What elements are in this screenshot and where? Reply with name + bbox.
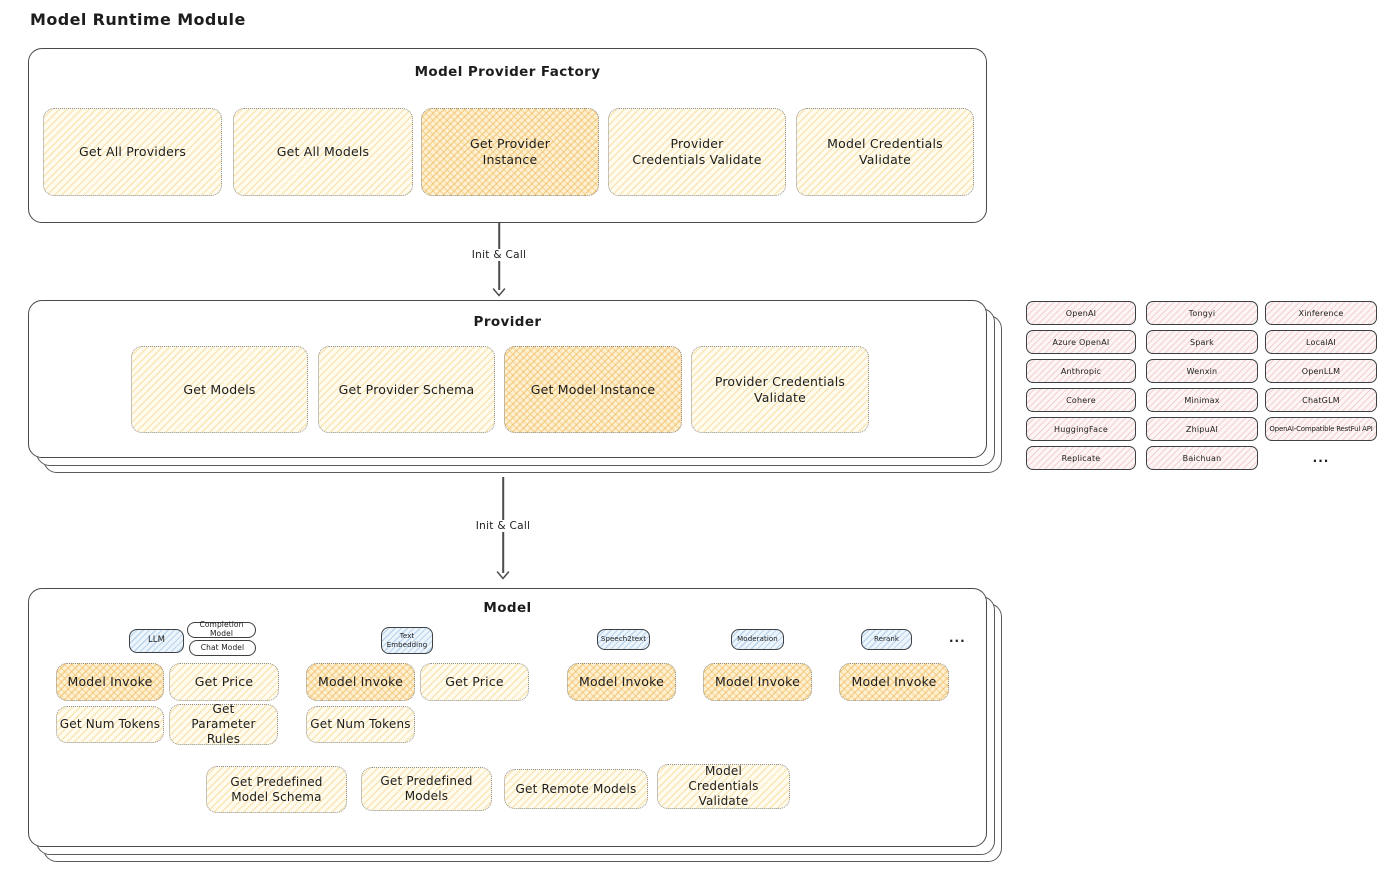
btn-get-price: Get Price xyxy=(169,663,279,701)
model-panel: Model LLM Completion Model Chat Model Te… xyxy=(28,588,987,847)
providers-column-2: Tongyi Spark Wenxin Minimax ZhipuAI Baic… xyxy=(1146,301,1258,475)
provider-panel: Provider Get Models Get Provider Schema … xyxy=(28,300,987,458)
arrow-provider-to-model: Init & Call xyxy=(471,477,535,580)
btn-get-models: Get Models xyxy=(131,346,308,433)
btn-get-provider-instance: Get Provider Instance xyxy=(421,108,599,196)
tag-rerank: Rerank xyxy=(861,629,912,650)
btn-get-remote-models: Get Remote Models xyxy=(504,769,648,809)
model-title: Model xyxy=(483,600,532,616)
btn-get-predefined-model-schema: Get Predefined Model Schema xyxy=(206,766,347,813)
tag-text-embedding: Text Embedding xyxy=(381,627,433,654)
arrow-label: Init & Call xyxy=(471,520,535,532)
providers-column-1: OpenAI Azure OpenAI Anthropic Cohere Hug… xyxy=(1026,301,1136,475)
btn-provider-credentials-validate-factory: Provider Credentials Validate xyxy=(608,108,786,196)
provider-chip: LocalAI xyxy=(1265,330,1377,354)
tag-moderation: Moderation xyxy=(731,629,784,650)
provider-chip: Spark xyxy=(1146,330,1258,354)
arrow-down-icon xyxy=(492,288,506,297)
factory-title: Model Provider Factory xyxy=(414,64,601,80)
btn-get-parameter-rules: Get Parameter Rules xyxy=(169,702,278,746)
btn-model-invoke: Model Invoke xyxy=(839,663,949,701)
provider-chip: HuggingFace xyxy=(1026,417,1136,441)
providers-column-3: Xinference LocalAI OpenLLM ChatGLM OpenA… xyxy=(1265,301,1377,470)
provider-chip: OpenLLM xyxy=(1265,359,1377,383)
btn-provider-credentials-validate: Provider Credentials Validate xyxy=(691,346,869,433)
providers-more-ellipsis: ... xyxy=(1312,451,1330,465)
provider-chip: ZhipuAI xyxy=(1146,417,1258,441)
btn-get-all-providers: Get All Providers xyxy=(43,108,222,196)
btn-get-all-models: Get All Models xyxy=(233,108,413,196)
page-title: Model Runtime Module xyxy=(30,10,246,29)
tag-completion-model: Completion Model xyxy=(187,620,256,638)
provider-chip: Anthropic xyxy=(1026,359,1136,383)
btn-get-predefined-models: Get Predefined Models xyxy=(361,767,492,811)
btn-get-num-tokens: Get Num Tokens xyxy=(306,706,415,743)
btn-model-credentials-validate-factory: Model Credentials Validate xyxy=(796,108,974,196)
btn-model-invoke: Model Invoke xyxy=(567,663,676,701)
tag-speech2text: Speech2text xyxy=(597,629,650,650)
provider-chip: Azure OpenAI xyxy=(1026,330,1136,354)
btn-model-invoke: Model Invoke xyxy=(703,663,812,701)
provider-chip: Wenxin xyxy=(1146,359,1258,383)
tag-llm: LLM xyxy=(129,629,184,653)
provider-chip: Baichuan xyxy=(1146,446,1258,470)
provider-chip: Minimax xyxy=(1146,388,1258,412)
btn-get-num-tokens: Get Num Tokens xyxy=(56,706,164,743)
tags-more-ellipsis: ... xyxy=(949,631,966,645)
btn-model-invoke: Model Invoke xyxy=(306,663,415,701)
provider-chip: Cohere xyxy=(1026,388,1136,412)
provider-chip: ChatGLM xyxy=(1265,388,1377,412)
provider-chip: Xinference xyxy=(1265,301,1377,325)
factory-panel: Model Provider Factory Get All Providers… xyxy=(28,48,987,223)
provider-title: Provider xyxy=(473,314,542,330)
tag-chat-model: Chat Model xyxy=(189,640,256,656)
btn-get-provider-schema: Get Provider Schema xyxy=(318,346,495,433)
arrow-down-icon xyxy=(496,571,510,580)
provider-chip: OpenAI xyxy=(1026,301,1136,325)
btn-get-model-instance: Get Model Instance xyxy=(504,346,682,433)
arrow-factory-to-provider: Init & Call xyxy=(467,223,531,297)
provider-chip: Tongyi xyxy=(1146,301,1258,325)
provider-chip: OpenAI-Compatible RestFul API xyxy=(1265,417,1377,441)
btn-model-invoke: Model Invoke xyxy=(56,663,164,701)
provider-chip: Replicate xyxy=(1026,446,1136,470)
arrow-label: Init & Call xyxy=(467,249,531,261)
btn-get-price: Get Price xyxy=(420,663,529,701)
btn-model-credentials-validate: Model Credentials Validate xyxy=(657,764,790,809)
